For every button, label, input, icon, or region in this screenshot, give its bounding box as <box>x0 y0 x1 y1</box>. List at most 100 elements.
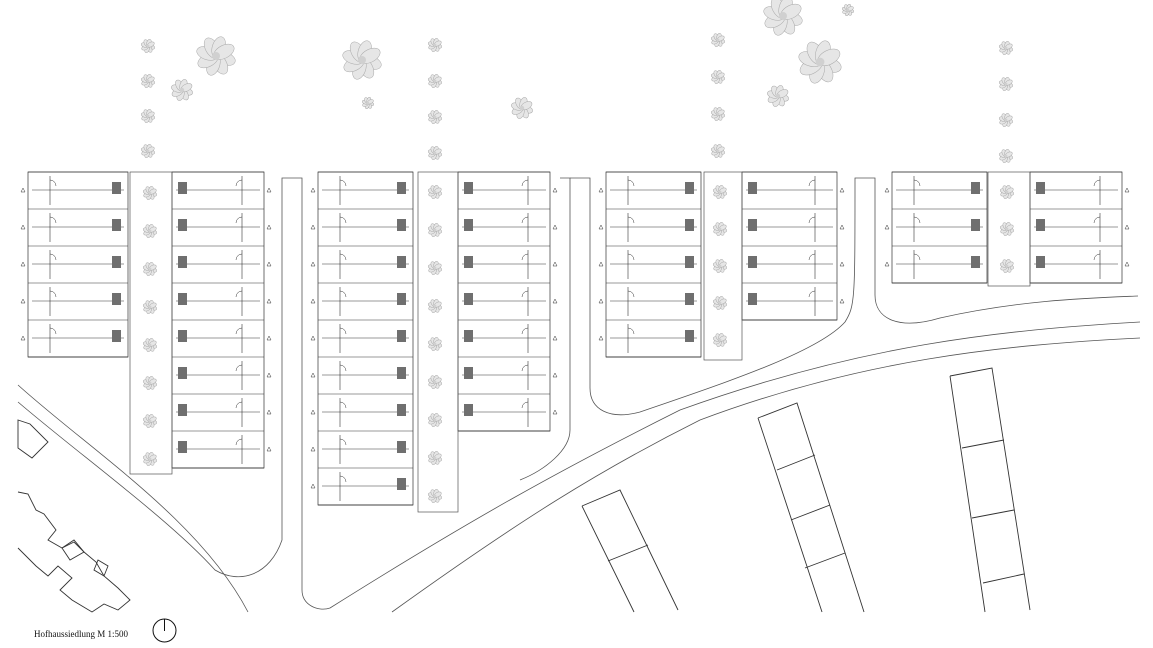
house-column <box>171 171 272 469</box>
tree-trunk <box>146 114 150 118</box>
tree-trunk <box>366 101 370 105</box>
main-road-right-edge <box>391 337 1141 613</box>
courtyard-house <box>20 208 128 242</box>
door-swing <box>913 253 921 261</box>
tree-symbol <box>999 77 1013 91</box>
courtyard-house <box>172 356 272 390</box>
service-core <box>397 219 406 231</box>
door-swing <box>339 179 347 187</box>
house-column <box>884 171 988 284</box>
door-swing <box>521 401 529 409</box>
entry-marker <box>310 372 316 378</box>
tree-trunk <box>433 494 437 498</box>
door-swing <box>627 253 635 261</box>
tree-symbol <box>428 185 442 199</box>
service-core <box>178 293 187 305</box>
tree-symbol <box>713 222 727 236</box>
tree-trunk <box>1004 118 1008 122</box>
tree-trunk <box>433 151 437 155</box>
service-core <box>685 293 694 305</box>
door-swing <box>49 179 57 187</box>
tree-trunk <box>148 343 152 347</box>
door-swing <box>339 438 347 446</box>
tree-symbol <box>999 149 1013 163</box>
tree-symbol <box>143 452 157 466</box>
tree-trunk <box>433 304 437 308</box>
door-swing <box>521 364 529 372</box>
service-core <box>178 219 187 231</box>
tree-trunk <box>718 264 722 268</box>
tree-symbol <box>428 74 442 88</box>
door-swing <box>339 364 347 372</box>
main-road-left-edge-2 <box>17 177 1141 610</box>
pedestrian-lane <box>129 171 173 475</box>
tree-trunk <box>433 79 437 83</box>
courtyard-house <box>458 245 558 279</box>
entry-marker <box>552 298 558 304</box>
tree-symbol <box>428 110 442 124</box>
tree-symbol <box>711 33 725 47</box>
entry-marker <box>266 187 272 193</box>
main-road-left-edge <box>17 384 249 613</box>
tree-trunk <box>433 418 437 422</box>
entry-marker <box>20 187 26 193</box>
house-column <box>1029 171 1130 284</box>
service-core <box>112 330 121 342</box>
tree-trunk <box>433 342 437 346</box>
door-swing <box>49 253 57 261</box>
tree-trunk <box>146 44 150 48</box>
tree-symbol <box>428 223 442 237</box>
entry-marker <box>266 446 272 452</box>
tree-symbol <box>428 146 442 160</box>
tree-symbol <box>143 376 157 390</box>
service-core <box>464 404 473 416</box>
door-swing <box>235 253 243 261</box>
service-core <box>397 441 406 453</box>
door-swing <box>521 253 529 261</box>
tree-symbol <box>713 185 727 199</box>
door-swing <box>1093 216 1101 224</box>
caption-scale: M 1:500 <box>97 629 129 639</box>
tree-symbol <box>428 375 442 389</box>
entry-marker <box>266 261 272 267</box>
drawing-caption: Hofhaussiedlung M 1:500 <box>34 629 128 639</box>
existing-house <box>17 419 49 459</box>
door-swing <box>339 253 347 261</box>
entry-marker <box>266 409 272 415</box>
service-core <box>397 367 406 379</box>
tree-trunk <box>1004 154 1008 158</box>
service-core <box>464 182 473 194</box>
tree-trunk <box>1004 82 1008 86</box>
north-arrow-icon <box>152 618 177 643</box>
entry-marker <box>266 298 272 304</box>
service-core <box>397 293 406 305</box>
tree-trunk <box>433 456 437 460</box>
access-road-2 <box>519 177 571 481</box>
tree-trunk <box>433 380 437 384</box>
street-network <box>17 177 1141 613</box>
service-core <box>112 182 121 194</box>
service-core <box>178 330 187 342</box>
entry-marker <box>20 261 26 267</box>
door-swing <box>235 401 243 409</box>
service-core <box>685 330 694 342</box>
courtyard-house <box>742 171 845 205</box>
entry-marker <box>839 224 845 230</box>
tree-trunk <box>148 229 152 233</box>
tree-symbol <box>767 85 789 107</box>
tree-trunk <box>779 12 787 20</box>
tree-symbol <box>196 36 236 76</box>
courtyard-house <box>1030 208 1130 242</box>
door-swing <box>521 327 529 335</box>
door-swing <box>339 216 347 224</box>
courtyard-house <box>172 393 272 427</box>
pedestrian-lane <box>987 171 1031 287</box>
entry-marker <box>1124 187 1130 193</box>
tree-symbol <box>428 38 442 52</box>
tree-symbol <box>428 489 442 503</box>
courtyard-house <box>172 208 272 242</box>
courtyard-house <box>458 356 558 390</box>
tree-trunk <box>716 149 720 153</box>
courtyard-house <box>310 208 413 242</box>
door-swing <box>808 290 816 298</box>
